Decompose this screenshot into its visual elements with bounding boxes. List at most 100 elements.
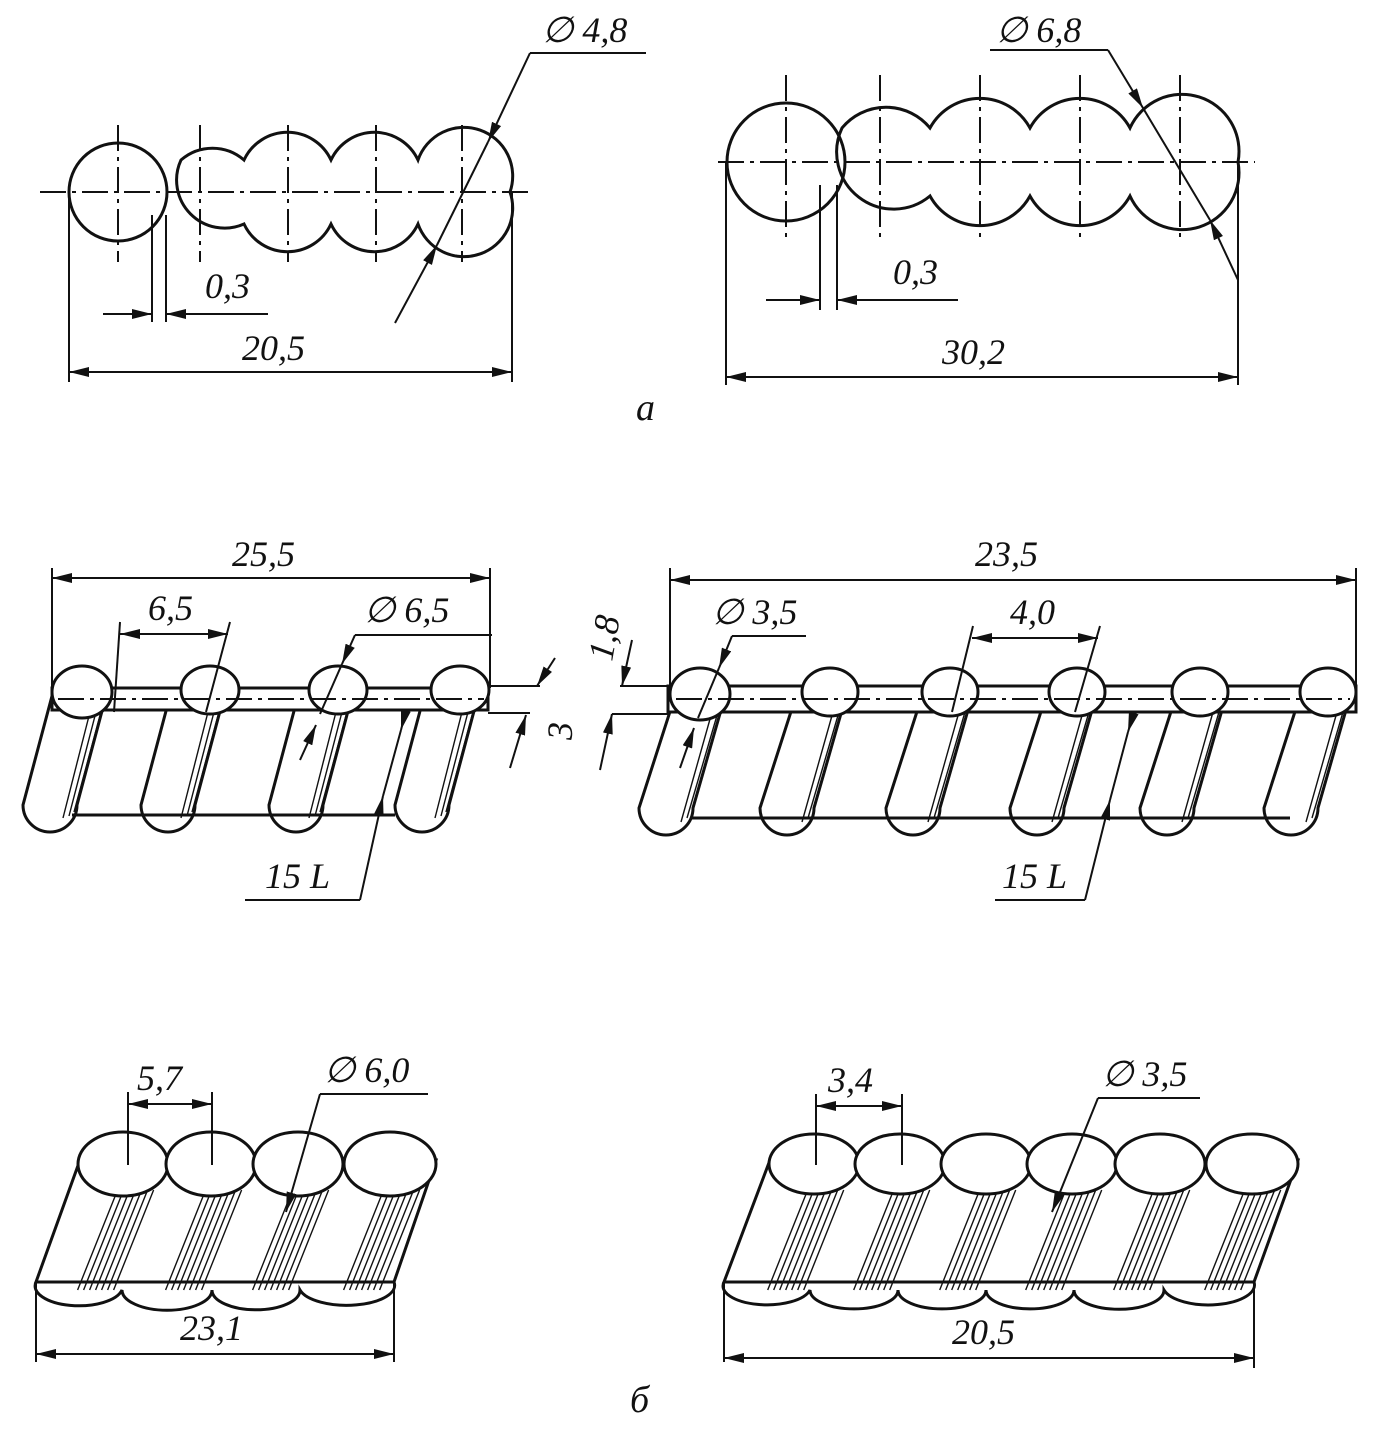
shading-stroke	[1043, 1189, 1085, 1291]
shading-stroke	[1037, 1189, 1079, 1291]
shading-stroke	[378, 1189, 421, 1291]
diameter-label: ∅ 3,5	[712, 592, 797, 632]
thickness-label: 1,8	[580, 612, 627, 663]
shading-stroke	[797, 1189, 839, 1291]
diameter-leader	[697, 667, 720, 719]
shading-stroke	[859, 1189, 901, 1291]
pitch-dimension-label: 3,4	[827, 1060, 873, 1100]
gap-dimension-label: 0,3	[893, 252, 938, 292]
thickness-arrow	[621, 639, 633, 687]
shading-stroke	[170, 1189, 213, 1291]
pitch-dimension-label: 6,5	[148, 588, 193, 628]
shading-stroke	[951, 1189, 993, 1291]
shading-stroke	[939, 1189, 981, 1291]
diameter-leader	[319, 663, 343, 715]
strand-end-face	[76, 1130, 170, 1198]
thickness-label: 3	[540, 722, 580, 741]
shading-stroke	[785, 1189, 827, 1291]
thickness-arrow	[509, 714, 527, 769]
strand-end-face	[342, 1130, 438, 1198]
diameter-leader	[1142, 107, 1211, 221]
width-dimension-label: 20,5	[952, 1312, 1015, 1352]
shading-stroke	[1131, 1189, 1173, 1291]
shading-stroke	[360, 1189, 403, 1291]
length-leader	[1109, 731, 1129, 801]
shading-stroke	[1228, 1189, 1270, 1291]
shading-stroke	[354, 1189, 397, 1291]
shading-stroke	[853, 1189, 895, 1291]
shading-stroke	[1119, 1189, 1161, 1291]
shading-stroke	[1049, 1189, 1091, 1291]
shading-stroke	[1031, 1189, 1073, 1291]
shading-stroke	[803, 1189, 845, 1291]
inclined-rod	[21, 694, 108, 834]
diameter-label: ∅ 3,5	[1102, 1054, 1187, 1094]
gap-dimension-label: 0,3	[205, 266, 250, 306]
fig-b-right-section: 3,4 ∅ 3,5 20,5	[721, 1054, 1301, 1368]
shading-stroke	[1061, 1189, 1103, 1291]
length-leader	[382, 729, 402, 797]
shading-stroke	[963, 1189, 1005, 1291]
shading-stroke	[366, 1189, 409, 1291]
inclined-rod	[637, 694, 727, 837]
shading-stroke	[188, 1189, 231, 1291]
length-leader	[359, 795, 384, 901]
inclined-rod	[393, 694, 480, 834]
shading-stroke	[1210, 1189, 1252, 1291]
shading-stroke	[164, 1189, 207, 1291]
shading-stroke	[1240, 1189, 1282, 1291]
width-dimension-label: 23,1	[180, 1308, 243, 1348]
shading-stroke	[1216, 1189, 1258, 1291]
shading-stroke	[112, 1189, 155, 1291]
shading-stroke	[889, 1189, 931, 1291]
shading-stroke	[275, 1189, 318, 1291]
rod-end-face	[668, 666, 732, 722]
strand-end-face	[1113, 1132, 1207, 1196]
diameter-leader	[394, 244, 438, 324]
diameter-label: ∅ 6,8	[996, 10, 1081, 50]
length-label: 15 L	[265, 856, 330, 896]
diameter-label: ∅ 6,5	[364, 590, 449, 630]
rod-end-face	[1298, 666, 1358, 718]
diameter-leader	[718, 635, 733, 669]
shading-stroke	[1149, 1189, 1191, 1291]
shading-stroke	[1222, 1189, 1264, 1291]
inclined-rod	[1138, 694, 1228, 837]
rod-end-face	[307, 664, 369, 716]
diameter-leader	[285, 1093, 321, 1213]
shading-stroke	[76, 1189, 119, 1291]
length-leader	[1084, 799, 1111, 901]
caption-a: а	[636, 387, 655, 429]
shading-stroke	[945, 1189, 987, 1291]
diameter-label: ∅ 6,0	[324, 1050, 409, 1090]
strand-end-face	[939, 1132, 1033, 1196]
shading-stroke	[82, 1189, 125, 1291]
diameter-leader	[1107, 49, 1144, 109]
extension-line	[951, 625, 974, 713]
shading-stroke	[1143, 1189, 1185, 1291]
diameter-leader	[341, 634, 356, 665]
shading-stroke	[957, 1189, 999, 1291]
shading-stroke	[865, 1189, 907, 1291]
shading-stroke	[263, 1189, 306, 1291]
inclined-rod	[1262, 694, 1352, 837]
strand-shading	[76, 1189, 421, 1291]
shading-stroke	[348, 1189, 391, 1291]
shading-stroke	[200, 1189, 243, 1291]
length-leader	[400, 709, 411, 731]
shading-stroke	[791, 1189, 833, 1291]
rod-end-face	[1170, 666, 1230, 718]
shading-stroke	[975, 1189, 1017, 1291]
shading-stroke	[1137, 1189, 1179, 1291]
shading-stroke	[773, 1189, 815, 1291]
length-label: 15 L	[1002, 856, 1067, 896]
pitch-dimension-label: 5,7	[137, 1058, 184, 1098]
length-dimension-label: 20,5	[242, 328, 305, 368]
shading-stroke	[883, 1189, 925, 1291]
shading-stroke	[94, 1189, 137, 1291]
rod-end-face	[179, 664, 241, 716]
inclined-rod	[267, 694, 354, 834]
thickness-arrow	[536, 657, 556, 687]
shading-stroke	[1234, 1189, 1276, 1291]
